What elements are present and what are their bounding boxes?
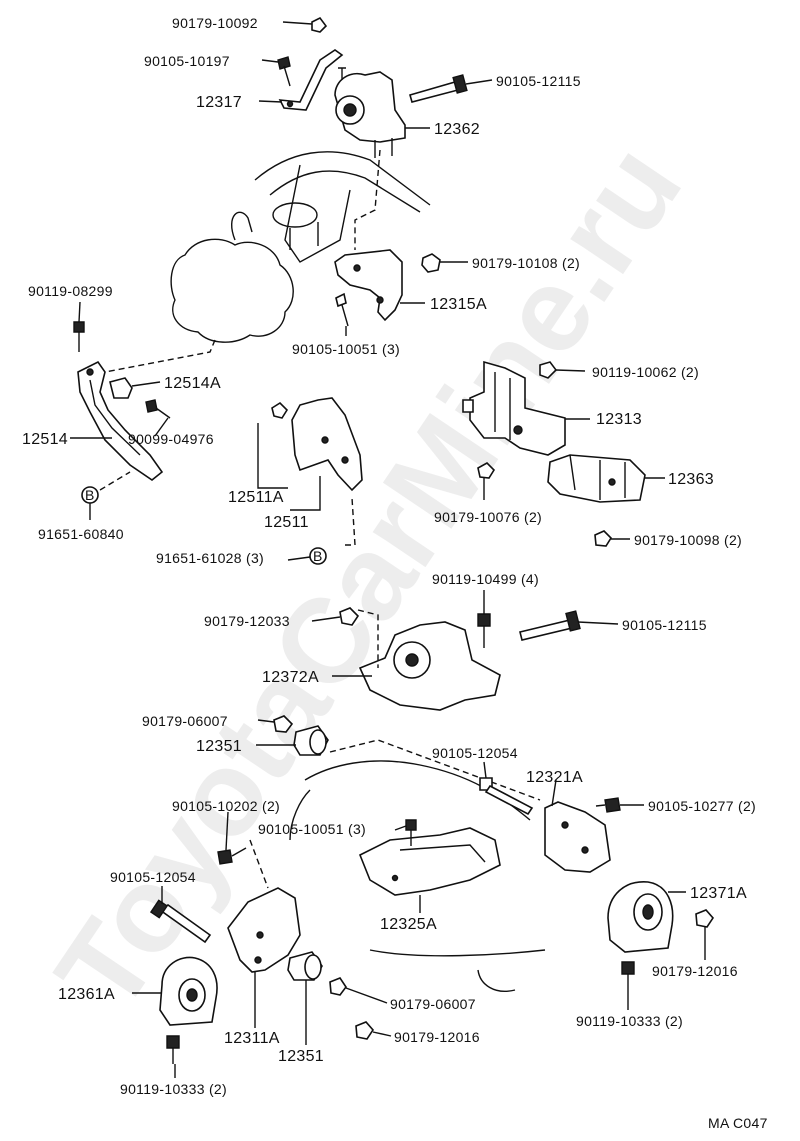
bolt-90119-10499 [477,613,491,648]
label-90179-12033: 90179-12033 [204,613,290,629]
label-12511: 12511 [264,514,309,531]
label-90105-12115-a: 90105-12115 [496,73,581,89]
bracket-12317 [278,49,344,111]
bolt-90105-12054-lower [149,899,212,944]
bracket-12325a [358,819,501,896]
label-12311a: 12311A [224,1030,280,1047]
bolt-90105-12115-top [409,74,468,103]
ref-b-leader-2 [345,497,356,546]
label-12317: 12317 [196,94,242,111]
label-12313: 12313 [596,411,642,428]
mount-12361a [159,956,218,1064]
label-12363: 12363 [668,471,714,488]
label-90099-04976: 90099-04976 [128,431,214,447]
label-91651-61028: 91651-61028 (3) [156,550,264,566]
label-90119-08299: 90119-08299 [28,283,113,299]
nut-90179-10076 [477,462,496,479]
label-90105-10051-a: 90105-10051 (3) [292,341,400,357]
label-90105-12054-b: 90105-12054 [110,869,196,885]
bolt-90105-12115-mid [519,610,581,641]
label-90179-10092: 90179-10092 [172,15,258,31]
label-91651-60840: 91651-60840 [38,526,124,542]
bracket-12321a [479,777,611,873]
label-12361a: 12361A [58,986,115,1003]
label-90179-10098: 90179-10098 (2) [634,532,742,548]
label-12511a: 12511A [228,489,284,506]
bracket-12315a [334,249,441,327]
label-90119-10333-a: 90119-10333 (2) [576,1013,683,1029]
leader-lines [70,21,706,1078]
ref-b-leader-1 [99,471,131,491]
nut-90179-10092 [311,16,328,33]
ref-b-letter-1: B [85,487,95,503]
label-90105-10051-b: 90105-10051 (3) [258,821,366,837]
label-90179-06007-a: 90179-06007 [142,713,228,729]
bracket-12363 [547,454,646,547]
label-12514a: 12514A [164,375,221,392]
label-12321a: 12321A [526,769,583,786]
label-90105-10277: 90105-10277 (2) [648,798,756,814]
label-90105-10197: 90105-10197 [144,53,230,69]
label-90179-10076: 90179-10076 (2) [434,509,542,525]
label-90105-12115-b: 90105-12115 [622,617,707,633]
label-90105-12054-a: 90105-12054 [432,745,518,761]
ref-b-circle-2 [309,547,327,565]
cushion-12351-lower [287,951,375,1040]
label-90119-10333-b: 90119-10333 (2) [120,1081,227,1097]
bolt-90105-10197 [277,56,291,87]
part-labels: 90179-10092 90105-10197 90105-12115 1231… [22,15,768,1131]
mount-12362 [334,67,406,158]
label-12362: 12362 [434,121,480,138]
label-90119-10499: 90119-10499 (4) [432,571,539,587]
label-90105-10202: 90105-10202 (2) [172,798,280,814]
label-12351-b: 12351 [278,1048,324,1065]
label-12351-a: 12351 [196,738,242,755]
label-90119-10062: 90119-10062 (2) [592,364,699,380]
engine-outline [104,149,431,373]
label-90179-06007-b: 90179-06007 [390,996,476,1012]
bolt-90105-10202 [217,839,269,889]
label-12315a: 12315A [430,296,487,313]
bracket-12511 [271,397,363,492]
cushion-12514a [109,377,133,399]
diagram-code: MA C047 [708,1115,768,1131]
label-12325a: 12325A [380,916,437,933]
label-12514: 12514 [22,431,68,448]
bolt-90099-04976 [145,399,171,419]
label-90179-10108: 90179-10108 (2) [472,255,580,271]
mount-12372a [339,607,501,711]
bracket-12311a [227,887,301,973]
label-90179-12016-b: 90179-12016 [394,1029,480,1045]
label-12372a: 12372A [262,669,319,686]
bracket-12514 [73,321,164,481]
label-90179-12016-a: 90179-12016 [652,963,738,979]
ref-b-letter-2: B [313,548,323,564]
mount-12371a [607,881,715,990]
label-12371a: 12371A [690,885,747,902]
bracket-12313 [462,360,566,456]
bolt-90105-10277 [595,797,621,813]
